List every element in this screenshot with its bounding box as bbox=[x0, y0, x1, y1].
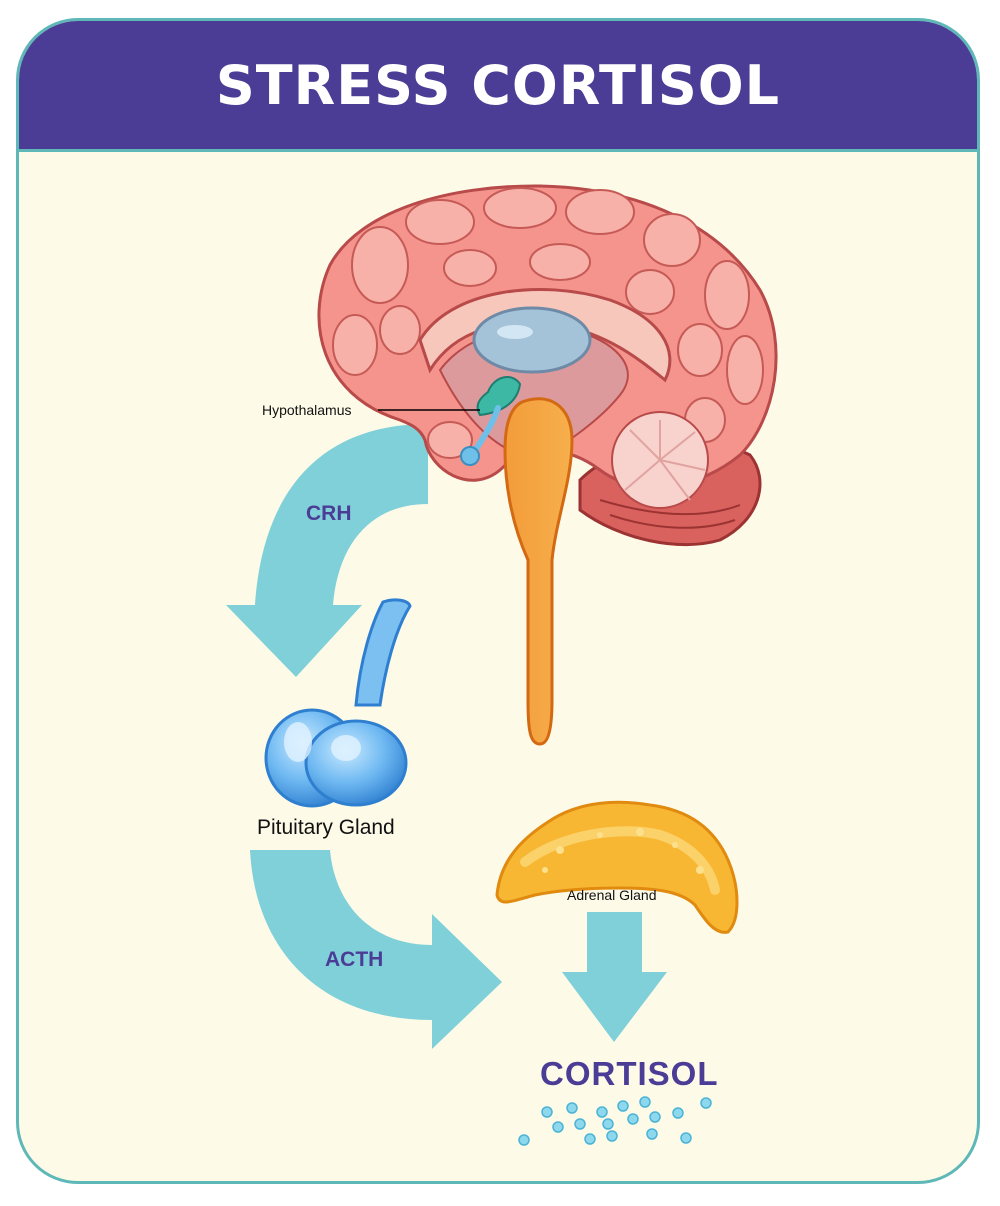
page-title: STRESS CORTISOL bbox=[215, 53, 781, 117]
pituitary-gland-icon bbox=[264, 598, 412, 808]
cortisol-label: CORTISOL bbox=[540, 1055, 719, 1092]
adrenal-gland-icon bbox=[495, 800, 739, 934]
cortisol-molecules-icon bbox=[518, 1096, 712, 1146]
pituitary-label: Pituitary Gland bbox=[257, 816, 395, 839]
acth-label: ACTH bbox=[325, 948, 384, 971]
hypothalamus-label: Hypothalamus bbox=[262, 402, 352, 418]
crh-arrow bbox=[226, 424, 428, 677]
cortisol-arrow bbox=[562, 912, 667, 1042]
brain-icon bbox=[317, 184, 778, 746]
adrenal-label: Adrenal Gland bbox=[567, 887, 657, 903]
title-banner: STRESS CORTISOL bbox=[19, 21, 977, 152]
acth-arrow bbox=[250, 850, 502, 1049]
crh-label: CRH bbox=[306, 502, 352, 525]
